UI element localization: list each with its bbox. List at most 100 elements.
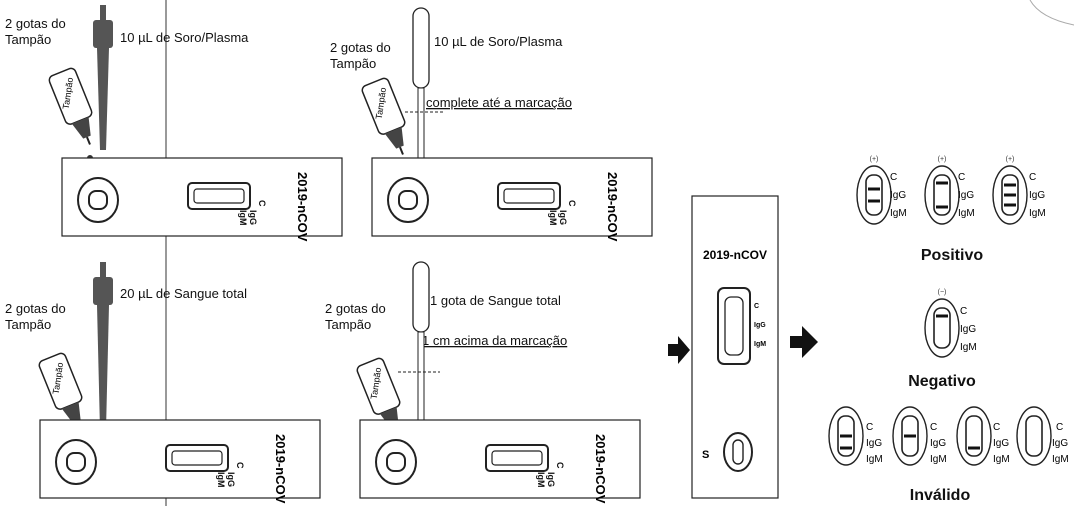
volume-label-tl: 10 µL de Soro/Plasma [120,30,249,45]
test-cassette-bl: C IgG IgM 2019-nCOV [39,419,321,504]
svg-text:IgM: IgM [960,342,977,353]
svg-text:Tampão: Tampão [325,317,371,332]
panel-bottom-left: 2 gotas do Tampão 20 µL de Sangue total … [5,262,321,504]
negative-title: Negativo [908,373,976,390]
svg-text:IgM: IgM [866,454,883,465]
svg-text:1 gota de Sangue total: 1 gota de Sangue total [430,293,561,308]
svg-text:C: C [555,462,565,469]
svg-text:(+): (+) [870,156,879,163]
svg-text:2019-nCOV: 2019-nCOV [273,434,288,504]
svg-text:S: S [702,449,709,461]
svg-text:C: C [960,306,967,317]
svg-text:20 µL de Sangue total: 20 µL de Sangue total [120,286,247,301]
dropper-icon [412,7,430,179]
drops-label-tr-1: 2 gotas do [330,40,391,55]
svg-text:IgG: IgG [248,210,258,225]
result-positive-group: (+) (+) (+) C IgG IgM C IgG IgM C IgG Ig… [856,156,1046,264]
svg-text:IgG: IgG [546,472,556,487]
svg-text:IgG: IgG [993,438,1009,449]
svg-text:IgG: IgG [226,472,236,487]
svg-text:Tampão: Tampão [5,317,51,332]
svg-text:IgM: IgM [1029,208,1046,219]
fill-instruction-tr: complete até a marcação [426,95,572,110]
test-cassette-br: C IgG IgM 2019-nCOV [359,419,641,504]
svg-text:C: C [958,172,965,183]
volume-label-tr: 10 µL de Soro/Plasma [434,34,563,49]
svg-text:IgG: IgG [558,210,568,225]
drops-label-tr-2: Tampão [330,56,376,71]
result-negative-group: (−) C IgG IgM Negativo [908,289,976,390]
arrow-right-icon [668,336,690,364]
svg-text:C: C [1056,422,1063,433]
svg-text:(+): (+) [1006,156,1015,163]
mini-cassette-negative: (−) [924,289,960,358]
svg-text:C: C [235,462,245,469]
svg-text:IgM: IgM [548,210,558,226]
svg-text:C: C [754,303,759,310]
svg-text:Tampão: Tampão [51,362,65,395]
svg-text:IgM: IgM [930,454,947,465]
dropper-icon [412,261,430,438]
svg-text:IgG: IgG [1052,438,1068,449]
svg-text:2019-nCOV: 2019-nCOV [703,248,767,262]
svg-text:C: C [1029,172,1036,183]
drops-label-tl-1: 2 gotas do [5,16,66,31]
invalid-title: Inválido [910,487,971,504]
drops-label-tl-2: Tampão [5,32,51,47]
svg-text:IgM: IgM [1052,454,1069,465]
positive-title: Positivo [921,247,983,264]
svg-text:Tampão: Tampão [369,367,383,400]
svg-text:C: C [890,172,897,183]
mini-cassette-invalid-4 [1016,406,1052,466]
buffer-bottle-icon: Tampão [359,75,417,161]
svg-text:IgM: IgM [754,341,766,348]
micropipette-icon [93,262,113,430]
mini-cassette-invalid-2 [892,406,928,466]
mini-cassette-invalid-1 [828,406,864,466]
mini-cassette-positive-3: (+) [992,156,1028,225]
svg-text:C: C [866,422,873,433]
svg-text:2019-nCOV: 2019-nCOV [593,434,608,504]
center-test-cassette: 2019-nCOV C IgG IgM S [691,195,779,499]
buffer-bottle-icon: Tampão [354,355,412,441]
svg-text:(−): (−) [938,289,947,296]
svg-text:C: C [257,200,267,207]
svg-text:IgG: IgG [958,190,974,201]
test-cassette-tr: C IgG IgM 2019-nCOV [371,157,653,242]
panel-bottom-right: 2 gotas do Tampão 1 gota de Sangue total… [325,261,641,504]
buffer-bottle-icon: Tampão [36,350,94,436]
svg-text:(+): (+) [938,156,947,163]
svg-text:2019-nCOV: 2019-nCOV [295,172,310,242]
svg-text:IgG: IgG [930,438,946,449]
svg-text:C: C [993,422,1000,433]
svg-text:C: C [567,200,577,207]
svg-text:IgG: IgG [866,438,882,449]
arrow-right-icon [790,326,818,358]
svg-text:IgM: IgM [216,472,226,488]
svg-text:IgM: IgM [536,472,546,488]
svg-text:IgM: IgM [993,454,1010,465]
mini-cassette-positive-2: (+) [924,156,960,225]
svg-text:IgG: IgG [1029,190,1045,201]
svg-text:Tampão: Tampão [374,87,388,120]
svg-text:Tampão: Tampão [61,77,75,110]
svg-text:2 gotas do: 2 gotas do [5,301,66,316]
panel-top-right: 2 gotas do Tampão 10 µL de Soro/Plasma c… [330,7,653,242]
svg-text:2 gotas do: 2 gotas do [325,301,386,316]
svg-text:IgG: IgG [754,322,766,329]
svg-text:1 cm acima da marcação: 1 cm acima da marcação [422,333,567,348]
svg-text:2019-nCOV: 2019-nCOV [605,172,620,242]
svg-text:IgM: IgM [238,210,248,226]
panel-top-left: 2 gotas do Tampão 10 µL de Soro/Plasma T… [5,5,343,242]
svg-text:C: C [930,422,937,433]
svg-text:IgM: IgM [958,208,975,219]
svg-text:IgG: IgG [960,324,976,335]
test-cassette-tl: C IgG IgM 2019-nCOV [61,157,343,242]
buffer-bottle-icon: Tampão [46,65,104,151]
svg-text:IgG: IgG [890,190,906,201]
micropipette-icon [93,5,113,150]
mini-cassette-invalid-3 [956,406,992,466]
corner-arc [1029,0,1074,26]
result-invalid-group: C IgG IgM C IgG IgM C IgG IgM C IgG IgM … [828,406,1069,504]
